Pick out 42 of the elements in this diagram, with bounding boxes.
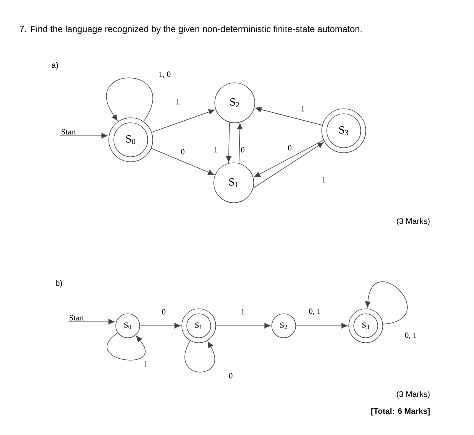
arrow	[237, 123, 243, 164]
edge-label: 0	[180, 148, 186, 156]
edge-label: 0	[287, 144, 293, 152]
edge-label: 0	[161, 308, 167, 316]
arrow	[60, 133, 108, 139]
arrow	[107, 332, 146, 361]
edge-label: 0	[240, 146, 246, 154]
part-label: a)	[52, 62, 58, 70]
arrow	[140, 323, 181, 329]
edge-label: 1	[321, 176, 327, 184]
part-label: b)	[56, 280, 62, 288]
marks-note: (3 Marks)	[397, 218, 430, 226]
arrow	[216, 323, 271, 329]
accepting-state: S$_{1}$	[182, 308, 216, 344]
accepting-state: S$_{3}$	[322, 108, 366, 154]
arrow	[226, 122, 232, 163]
arrow	[68, 319, 115, 325]
edge-label: 0	[228, 372, 234, 380]
edge-label: 1, 0	[158, 70, 172, 80]
arrow	[254, 140, 324, 178]
arrow	[253, 142, 324, 189]
start-label: Start	[70, 315, 84, 321]
edge-label: 1	[240, 308, 246, 316]
arrow	[255, 107, 323, 126]
arrow	[365, 282, 408, 325]
arrow	[106, 78, 154, 122]
marks-note: (3 Marks)	[397, 391, 430, 399]
edge-label: 1	[300, 105, 306, 113]
accepting-state: S$_{3}$	[348, 308, 384, 344]
arrow	[151, 148, 215, 176]
edge-label: 0, 1	[308, 308, 322, 316]
arrow	[296, 323, 348, 329]
marks-note: [Total: 6 Marks]	[372, 408, 430, 416]
edge-label: 1	[175, 98, 181, 106]
accepting-state: S$_{0}$	[108, 118, 154, 162]
edge-label: 0, 1	[404, 332, 418, 340]
edge-label: 1	[143, 360, 149, 368]
title: 7. Find the language recognized by the given non-deterministic finite-state automaton.	[20, 26, 362, 34]
edge-label: 1	[213, 146, 219, 154]
arrow	[152, 109, 216, 133]
start-label: Start	[62, 129, 76, 135]
arrow	[184, 340, 216, 373]
